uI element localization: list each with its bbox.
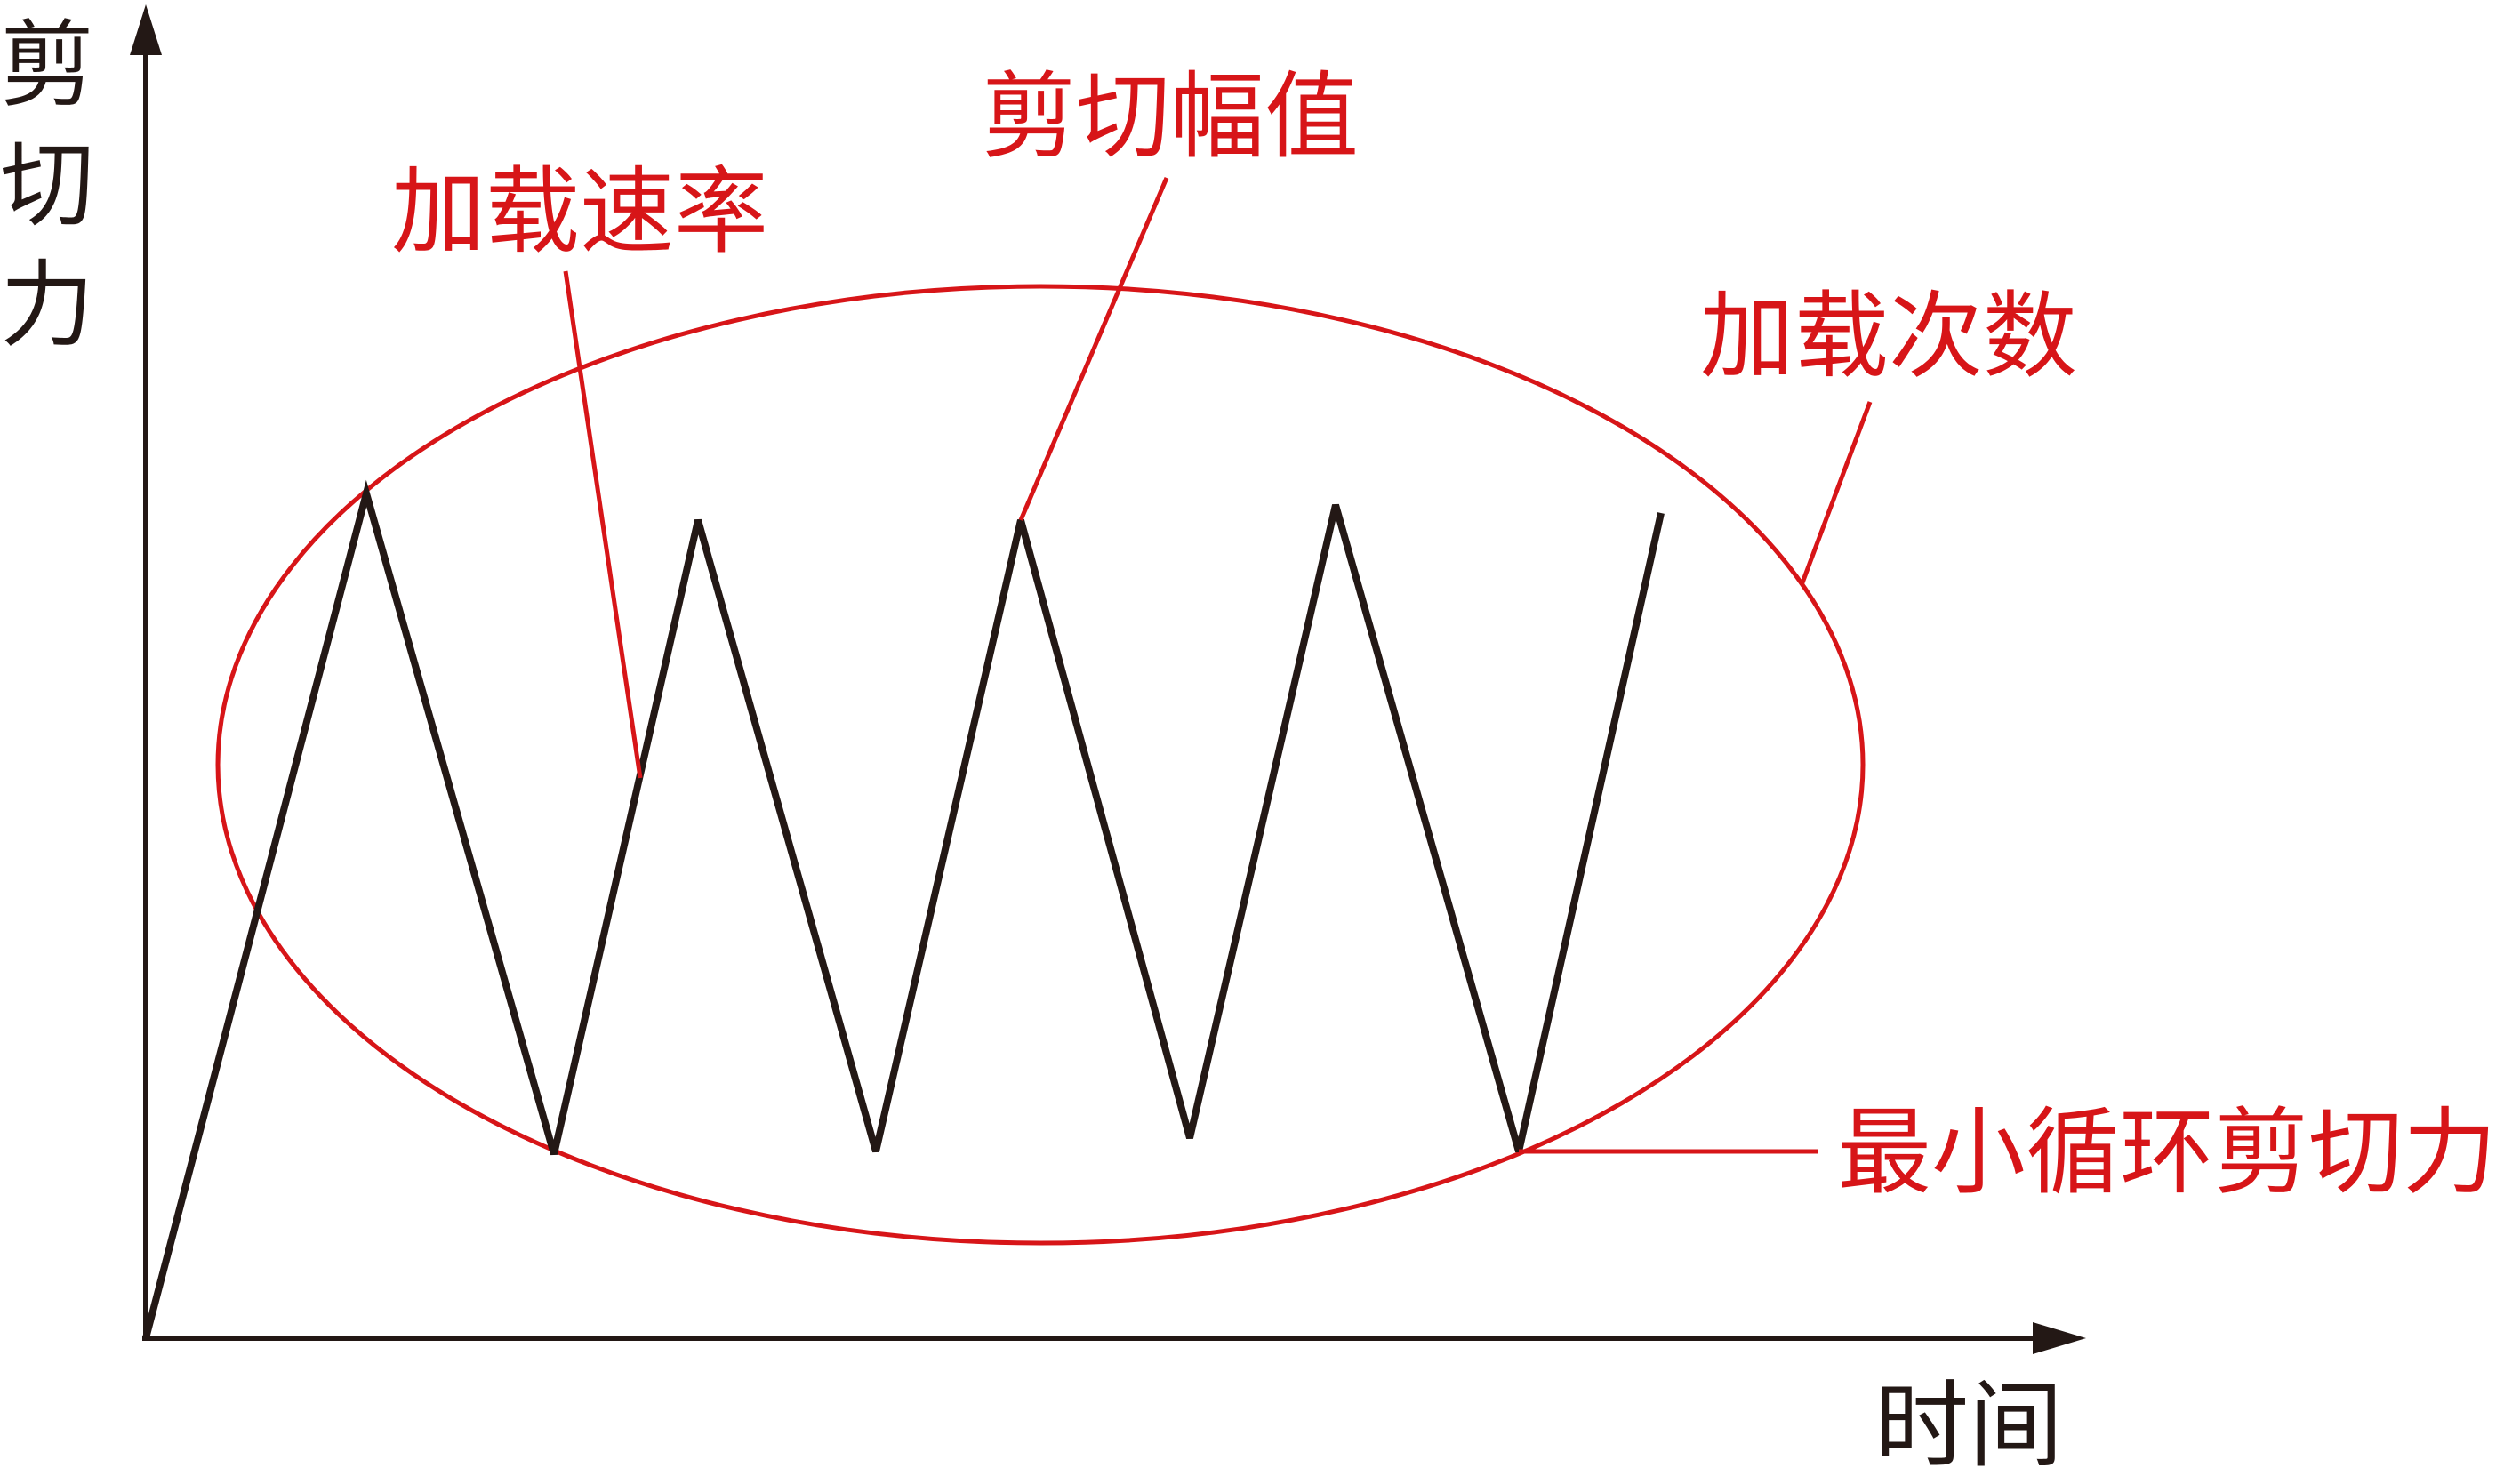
cyclic-region-ellipse (215, 284, 1866, 1246)
axes (130, 4, 2086, 1354)
loading-count-leader (1799, 401, 1873, 586)
shear-amplitude-leader (1018, 177, 1169, 521)
y-axis-arrow (130, 4, 162, 55)
y-axis-label-char-1: 剪 (0, 11, 94, 120)
x-axis-label: 时间 (1874, 1371, 2063, 1468)
min-cyclic-shear-label: 最小循环剪切力 (1837, 1098, 2497, 1207)
loading-count-label: 加载次数 (1700, 282, 2077, 391)
x-axis-arrow (2033, 1322, 2086, 1354)
y-axis-label: 剪 切 力 (0, 11, 94, 360)
shear-waveform (142, 479, 1665, 1340)
loading-rate-label: 加载速率 (391, 157, 768, 267)
y-axis-label-char-2: 切 (0, 131, 94, 240)
shear-amplitude-label: 剪切幅值 (982, 62, 1359, 172)
annotation-leaders (563, 177, 1873, 1154)
y-axis-label-char-3: 力 (0, 251, 94, 360)
loading-rate-leader (563, 270, 643, 779)
